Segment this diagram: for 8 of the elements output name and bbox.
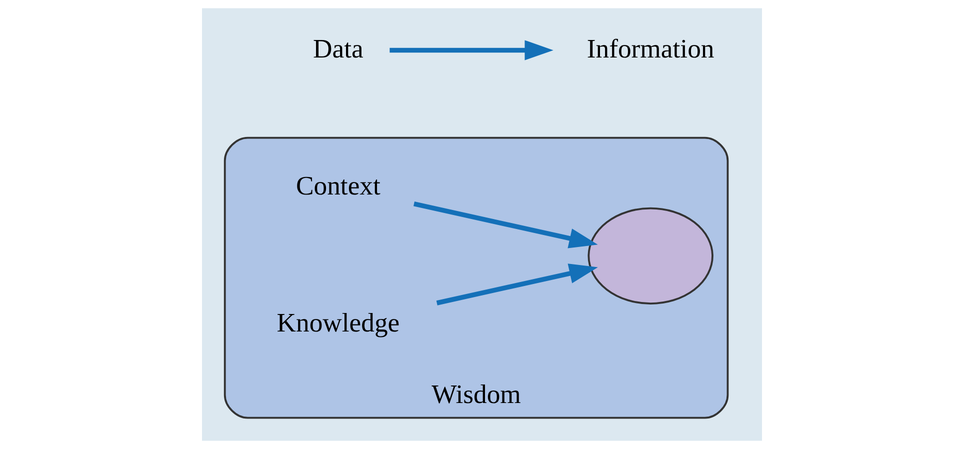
- arrow: [412, 201, 598, 248]
- arrow: [436, 264, 598, 306]
- node-text: Context: [295, 170, 380, 200]
- node-text: Knowledge: [276, 308, 400, 338]
- node-text: Information: [586, 33, 714, 64]
- node-ellipse: [587, 207, 713, 304]
- arrow: [389, 40, 553, 60]
- node-text: Data: [312, 33, 363, 64]
